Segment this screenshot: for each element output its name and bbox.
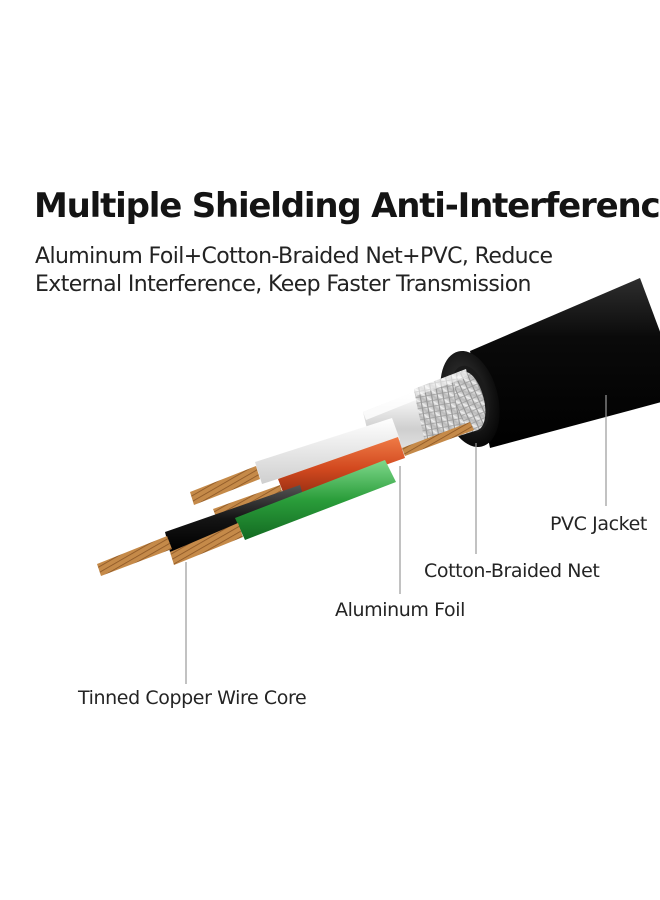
green-wire — [170, 460, 396, 565]
tinned-copper-core-label: Tinned Copper Wire Core — [78, 687, 307, 709]
callout-leader-lines — [185, 395, 607, 684]
white-wire — [190, 418, 400, 505]
copper-drain-strands — [402, 422, 474, 456]
cotton-braided-net-label: Cotton-Braided Net — [424, 560, 600, 582]
aluminum-foil-label: Aluminum Foil — [335, 599, 465, 621]
subtitle-line-2: External Interference, Keep Faster Trans… — [35, 272, 532, 297]
pvc-jacket-label: PVC Jacket — [550, 513, 647, 535]
page-title: Multiple Shielding Anti-Interference — [34, 186, 660, 226]
page-subtitle: Aluminum Foil+Cotton-Braided Net+PVC, Re… — [35, 243, 635, 299]
subtitle-line-1: Aluminum Foil+Cotton-Braided Net+PVC, Re… — [35, 244, 553, 269]
